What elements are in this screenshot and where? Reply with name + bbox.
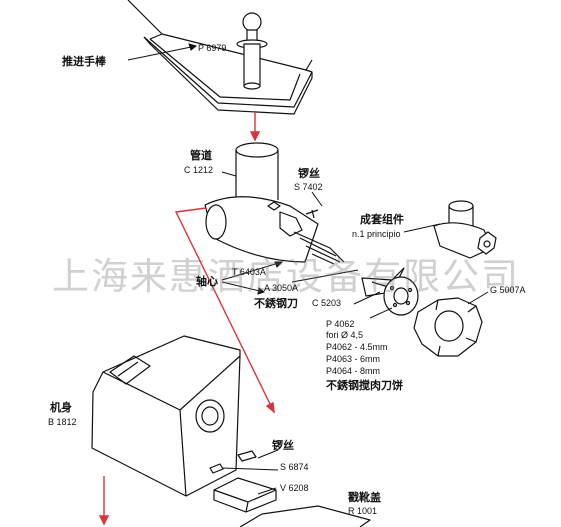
ring-nut-code: G 5007A [490, 285, 526, 295]
assembly-label: 成套组件 [360, 213, 404, 226]
pusher-label: 推进手棒 [62, 55, 106, 68]
screw-bottom-label: 锣丝 [272, 439, 294, 452]
body-drawing [91, 335, 241, 497]
bottom-label: 戳靴盖 [348, 491, 381, 504]
pusher-drawing [236, 12, 268, 90]
pusher-code: P 6979 [198, 43, 227, 53]
plate-size-line: P4064 - 8mm [326, 366, 381, 376]
screw-top-code: S 7402 [294, 182, 323, 192]
tray-drawing [127, 0, 313, 115]
axle-label: 轴心 [196, 275, 218, 288]
bracket-code: V 6208 [280, 483, 309, 493]
bottom-part-drawing [239, 505, 371, 527]
assembly-drawing [433, 200, 497, 259]
pipe-code: C 1212 [184, 165, 214, 175]
screw-bottom-code: S 6874 [280, 462, 309, 472]
ring-nut-drawing [413, 297, 483, 357]
screw-top-label: 锣丝 [298, 167, 320, 180]
bracket-drawing [213, 477, 277, 513]
plate-code: P 4062 [326, 319, 355, 329]
plate-holes: fori Ø 4,5 [326, 330, 364, 340]
body-code: B 1812 [48, 417, 77, 427]
disc-drawing [383, 276, 419, 316]
watermark: 上海来惠酒店设备有限公司 [52, 255, 520, 298]
assembly-note: n.1 principio [352, 229, 401, 239]
plate-size-line: P4062 - 4.5mm [326, 342, 388, 352]
axle-code: T 6403A [232, 267, 266, 277]
plate-label: 不銹钢搅肉刀饼 [326, 379, 403, 392]
plate-size-line: P4063 - 6mm [326, 354, 381, 364]
knife-label: 不銹钢刀 [254, 297, 298, 310]
body-label: 机身 [50, 401, 72, 414]
pipe-label: 管道 [190, 149, 212, 162]
screw-top-drawing [305, 209, 319, 219]
screw-bottom-drawing [209, 450, 257, 474]
mincer-head-drawing [204, 142, 345, 265]
bottom-code: R 1001 [348, 506, 378, 516]
disc-code: C 5203 [312, 298, 342, 308]
knife-code: A 3050A [264, 283, 299, 293]
